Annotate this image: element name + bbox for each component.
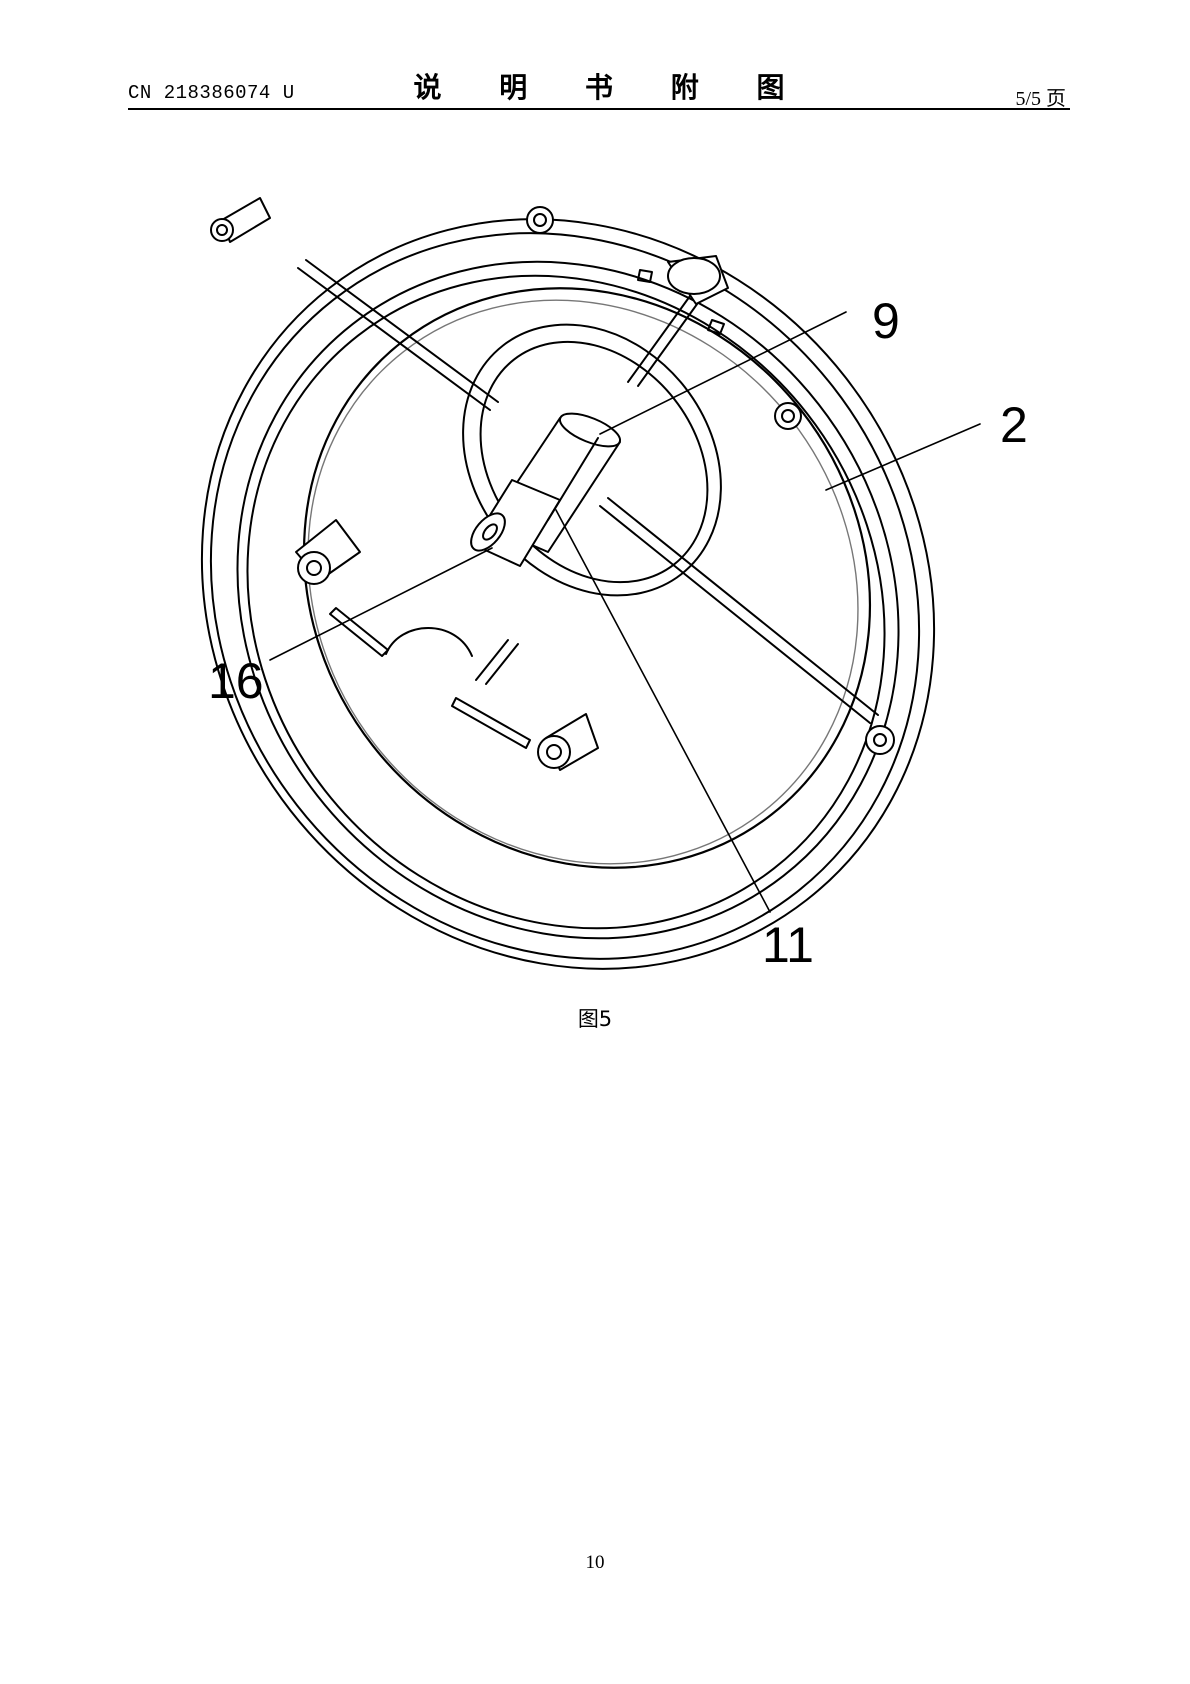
rim-notch xyxy=(385,627,473,657)
shaft-end xyxy=(470,512,506,552)
page-number: 10 xyxy=(585,1552,605,1573)
figure-drawing: 9 2 16 11 xyxy=(200,197,1028,973)
shaft-end-hole xyxy=(482,523,498,541)
rib-lower-right xyxy=(599,505,871,724)
page-count: 5/5 页 xyxy=(1015,88,1066,110)
rib-upper-left-2 xyxy=(305,259,499,403)
rim-slot-left xyxy=(329,607,389,657)
rib-upper-left xyxy=(297,267,491,411)
reference-label-11: 11 xyxy=(762,917,814,973)
figure-caption: 图5 xyxy=(577,1007,613,1031)
mounting-boss-bottom-right xyxy=(865,725,895,755)
shaft-top xyxy=(558,412,622,448)
mounting-boss-top-right xyxy=(667,255,729,305)
rib-upper-right xyxy=(627,295,691,383)
rim-slot-right xyxy=(707,319,725,335)
reference-label-9: 9 xyxy=(872,293,900,349)
mounting-boss-left xyxy=(295,519,361,585)
leader-11 xyxy=(555,509,771,913)
leader-16 xyxy=(269,547,493,661)
publication-number: CN 218386074 U xyxy=(128,82,295,104)
outer-rim xyxy=(200,218,936,970)
header-rule xyxy=(128,108,1070,110)
reference-label-2: 2 xyxy=(1000,397,1028,453)
patent-figure: 9 2 16 11 xyxy=(0,120,1190,980)
rim-slot-bottom xyxy=(451,697,531,749)
mounting-boss-right xyxy=(774,402,802,430)
mounting-boss-bottom xyxy=(537,713,599,771)
inner-wall-ring xyxy=(236,260,900,940)
rim-slot-top xyxy=(637,269,653,283)
leader-2 xyxy=(825,423,981,491)
mounting-boss-top-left xyxy=(210,197,271,243)
outer-rim-inner-edge xyxy=(209,232,921,960)
rib-lower-right-2 xyxy=(607,497,879,716)
filter-plate xyxy=(302,287,872,869)
mounting-boss-top xyxy=(526,206,554,234)
reference-label-16: 16 xyxy=(208,653,264,709)
rib-lower-left-2 xyxy=(485,643,519,685)
leader-9 xyxy=(599,311,847,435)
document-title: 说 明 书 附 图 xyxy=(413,71,809,104)
shaft-seam xyxy=(547,437,599,521)
page-header: CN 218386074 U 说 明 书 附 图 5/5 页 xyxy=(128,66,1070,110)
rib-lower-left xyxy=(475,639,509,681)
filter-housing-drawing xyxy=(200,197,981,970)
inner-wall-ring-2 xyxy=(246,274,886,930)
